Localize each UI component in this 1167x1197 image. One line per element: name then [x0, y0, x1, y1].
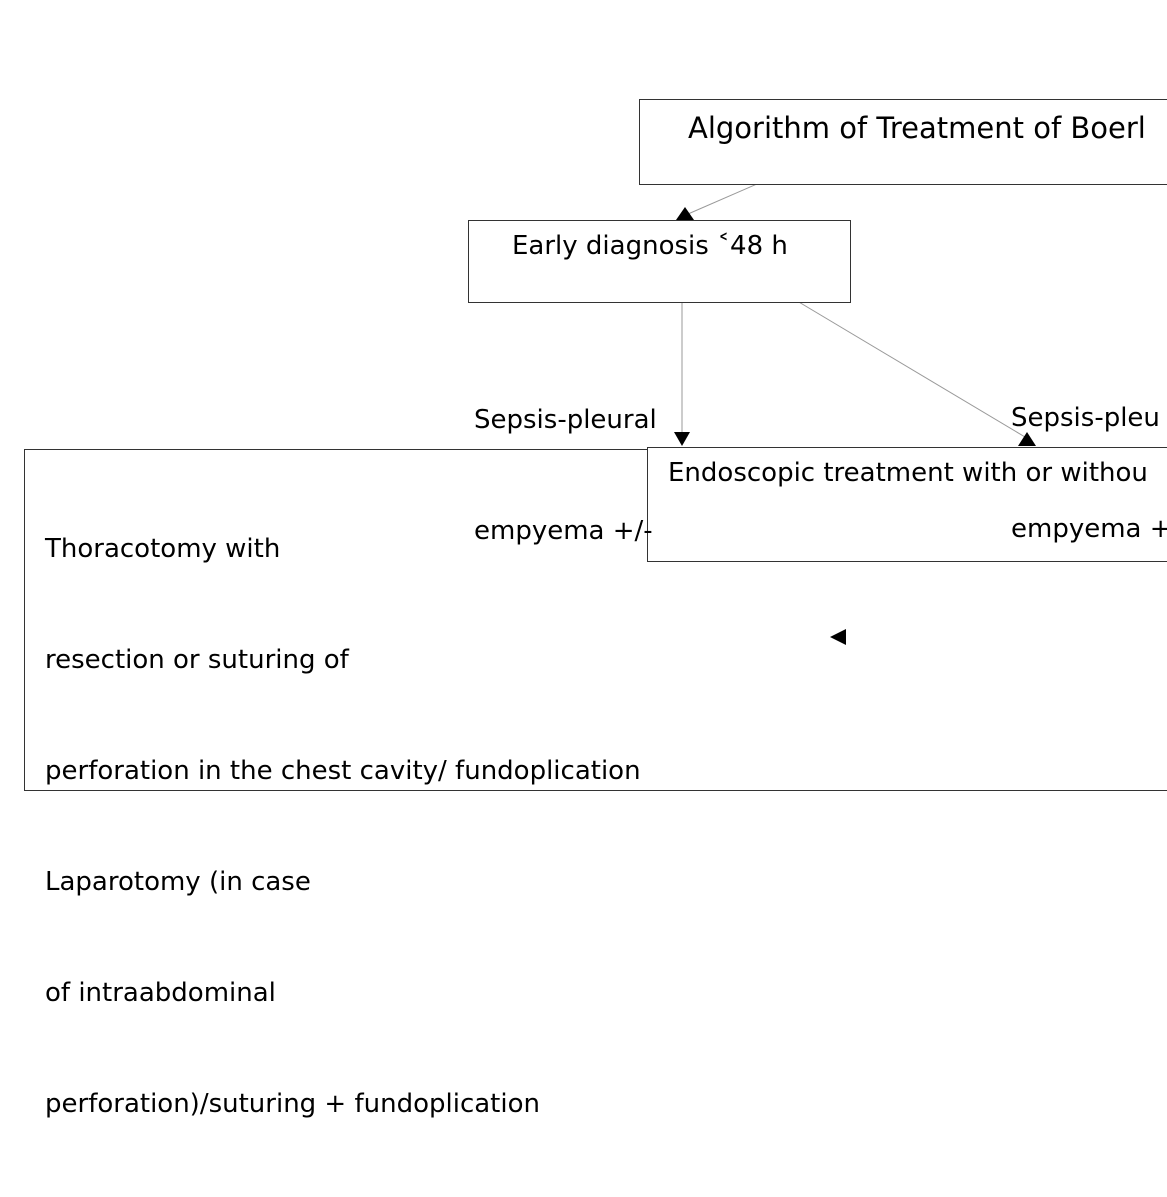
thoracotomy-line: Thoracotomy with	[45, 534, 281, 564]
diagram-title: Algorithm of Treatment of Boerl	[688, 111, 1146, 145]
arrowhead-to-thoracotomy-right	[830, 629, 846, 645]
connector-early-to-endoscopic-right	[766, 282, 1026, 438]
thoracotomy-line: perforation)/suturing + fundoplication	[45, 1089, 540, 1119]
early-diagnosis-label: Early diagnosis ˂48 h	[512, 231, 788, 261]
edge-label-left: Sepsis-pleural empyema +/-	[474, 328, 657, 587]
arrowhead-to-early	[676, 207, 694, 220]
thoracotomy-line: perforation in the chest cavity/ fundopl…	[45, 756, 641, 786]
arrowhead-layer	[674, 207, 1036, 645]
edge-label-line: empyema +	[1011, 514, 1167, 544]
thoracotomy-line: Laparotomy (in case	[45, 867, 311, 897]
early-diagnosis-box: Early diagnosis ˂48 h	[468, 220, 851, 303]
title-box: Algorithm of Treatment of Boerl	[639, 99, 1167, 185]
arrowhead-to-endoscopic	[1018, 432, 1036, 446]
endoscopic-box: Endoscopic treatment with or withou	[647, 447, 1167, 562]
endoscopic-label: Endoscopic treatment with or withou	[668, 458, 1148, 488]
thoracotomy-line: resection or suturing of	[45, 645, 349, 675]
arrowhead-to-thoracotomy-top	[674, 432, 690, 446]
edge-label-right: Sepsis-pleu empyema +	[1011, 326, 1167, 585]
edge-label-line: Sepsis-pleural	[474, 405, 657, 435]
thoracotomy-line: of intraabdominal	[45, 978, 276, 1008]
edge-label-line: Sepsis-pleu	[1011, 403, 1160, 433]
edge-label-line: empyema +/-	[474, 516, 653, 546]
